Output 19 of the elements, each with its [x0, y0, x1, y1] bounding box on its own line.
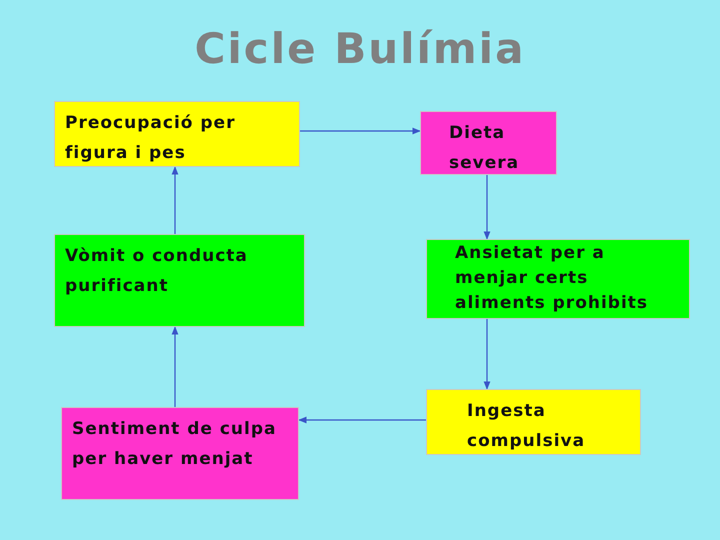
arrow	[484, 175, 490, 240]
arrow	[300, 128, 421, 134]
box-text: Dieta severa	[449, 122, 520, 175]
box-text: Ansietat per a menjar certs aliments prohibits	[455, 242, 650, 315]
arrow	[172, 326, 178, 407]
process-box	[54, 234, 305, 327]
process-box	[61, 407, 299, 500]
title: Cicle Bulímia	[194, 24, 526, 73]
arrow	[172, 166, 178, 234]
box-text: Preocupació per figura i pes	[65, 112, 236, 165]
box-text: Ingesta compulsiva	[467, 400, 586, 453]
process-box	[426, 389, 641, 455]
arrow	[484, 319, 490, 390]
box-text: Vòmit o conducta purificant	[65, 245, 249, 298]
box-text: Sentiment de culpa per haver menjat	[72, 418, 278, 471]
process-box	[420, 111, 557, 175]
process-box	[426, 239, 690, 319]
process-box	[54, 101, 300, 167]
arrow	[298, 416, 426, 424]
